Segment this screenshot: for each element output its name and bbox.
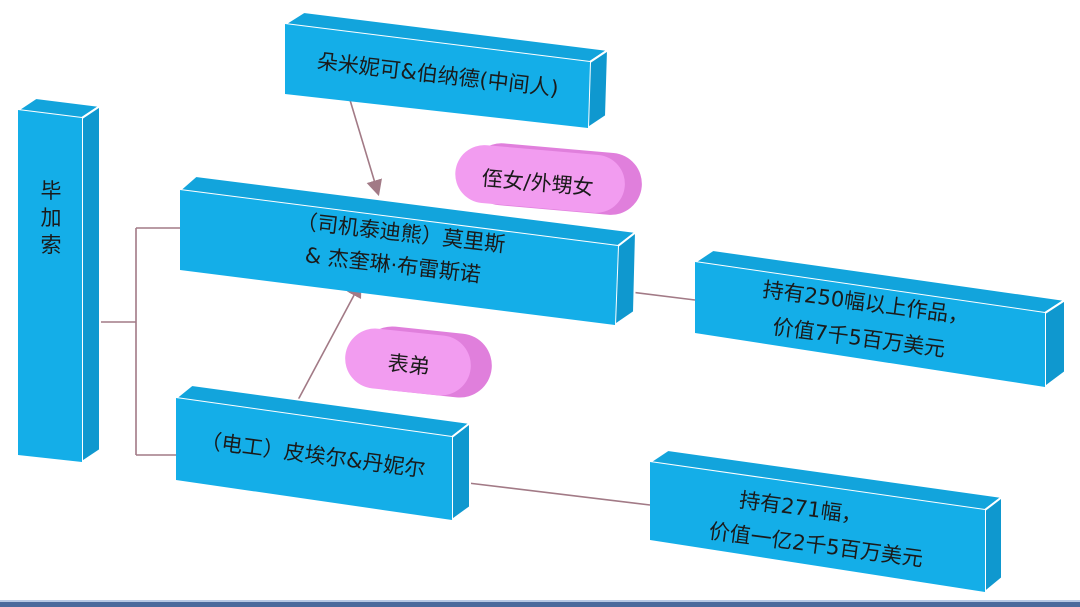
slide-bottom-bar	[0, 600, 1080, 607]
connector-root	[100, 227, 180, 456]
node-morris: （司机泰迪熊）莫里斯 & 杰奎琳·布雷斯诺	[177, 174, 639, 327]
root-node-picasso: 毕加索	[15, 96, 103, 464]
node-intermediary: 朵米妮可&伯纳德(中间人)	[282, 10, 611, 130]
node-pierre: （电工）皮埃尔&丹妮尔	[173, 383, 473, 522]
arrow-pierre-to-morris	[297, 281, 362, 401]
node-holding-pierre: 持有271幅， 价值一亿2千5百万美元	[647, 448, 1005, 595]
relation-pill-niece: 侄女/外甥女	[455, 143, 642, 215]
arrow-intermediary-to-morris	[349, 99, 382, 197]
connector-pierre-holding	[467, 482, 651, 506]
connectors	[100, 99, 696, 506]
node-holding-morris: 持有250幅以上作品， 价值7千5百万美元	[692, 248, 1068, 389]
relation-pill-cousin: 表弟	[345, 326, 492, 398]
connector-morris-holding	[629, 291, 696, 301]
relation-cousin-label: 表弟	[387, 351, 431, 379]
root-label: 毕加索	[38, 180, 62, 261]
